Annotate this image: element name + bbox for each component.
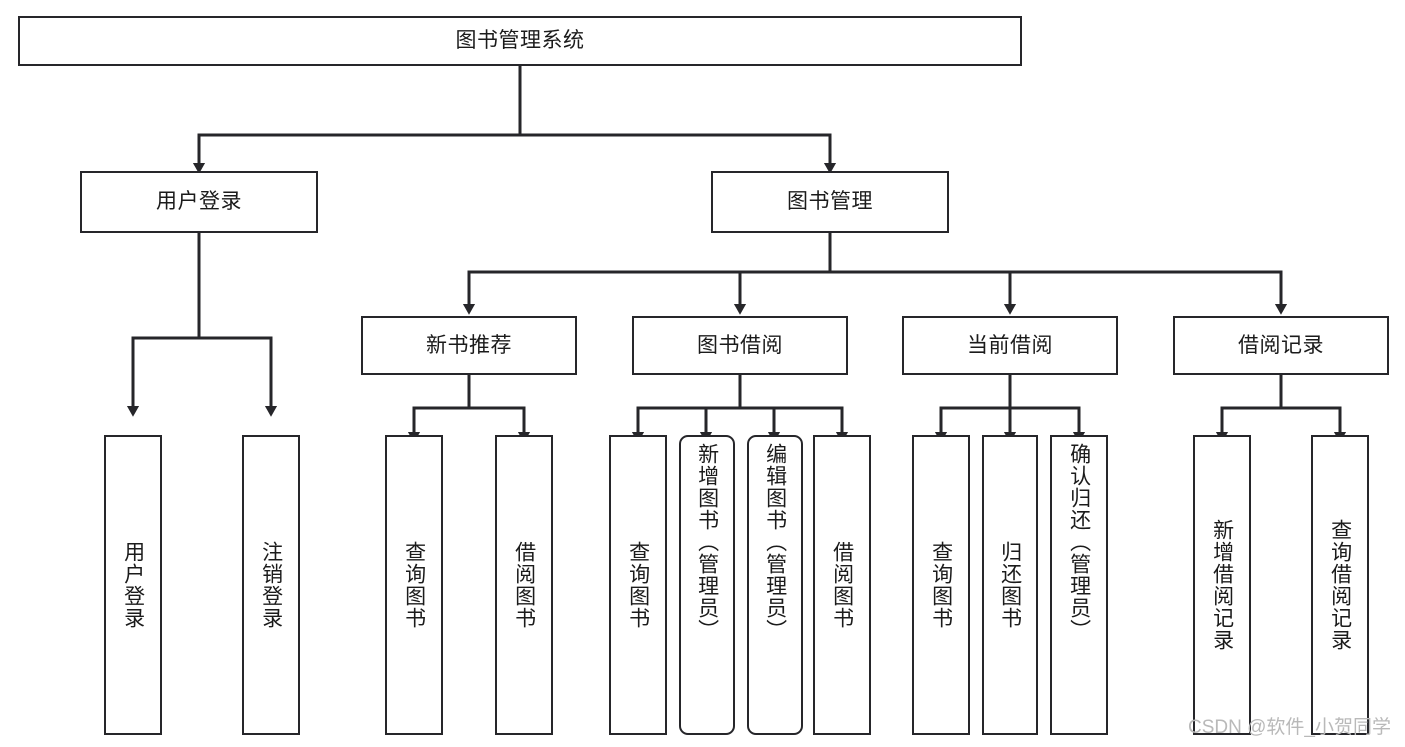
node-leaf-add-book[interactable]: 新增图书（管理员）	[679, 435, 735, 735]
node-leaf-query-book-2-label: 查询图书	[626, 541, 650, 629]
node-leaf-add-record[interactable]: 新增借阅记录	[1193, 435, 1251, 735]
node-leaf-return-book[interactable]: 归还图书	[982, 435, 1038, 735]
node-leaf-query-record[interactable]: 查询借阅记录	[1311, 435, 1369, 735]
node-leaf-user-logout[interactable]: 注销登录	[242, 435, 300, 735]
node-leaf-query-book-2[interactable]: 查询图书	[609, 435, 667, 735]
node-new-book-rec[interactable]: 新书推荐	[361, 316, 577, 375]
node-leaf-edit-book-label: 编辑图书（管理员）	[763, 443, 787, 641]
node-leaf-user-login-label: 用户登录	[121, 541, 145, 629]
node-leaf-add-book-label: 新增图书（管理员）	[695, 443, 719, 641]
node-borrow-record[interactable]: 借阅记录	[1173, 316, 1389, 375]
node-root-label: 图书管理系统	[455, 29, 585, 53]
node-leaf-query-book-1-label: 查询图书	[402, 541, 426, 629]
node-borrow-record-label: 借阅记录	[1238, 333, 1324, 357]
node-leaf-query-book-3-label: 查询图书	[929, 541, 953, 629]
node-current-borrow[interactable]: 当前借阅	[902, 316, 1118, 375]
node-leaf-query-book-1[interactable]: 查询图书	[385, 435, 443, 735]
node-leaf-confirm-return-label: 确认归还（管理员）	[1067, 443, 1091, 641]
node-new-book-rec-label: 新书推荐	[426, 333, 512, 357]
node-leaf-user-logout-label: 注销登录	[259, 541, 283, 629]
node-user-login[interactable]: 用户登录	[80, 171, 318, 233]
node-leaf-add-record-label: 新增借阅记录	[1210, 519, 1234, 651]
node-book-manage-label: 图书管理	[787, 190, 873, 214]
node-leaf-borrow-book-2[interactable]: 借阅图书	[813, 435, 871, 735]
node-leaf-edit-book[interactable]: 编辑图书（管理员）	[747, 435, 803, 735]
node-user-login-label: 用户登录	[156, 190, 242, 214]
node-leaf-confirm-return[interactable]: 确认归还（管理员）	[1050, 435, 1108, 735]
node-root[interactable]: 图书管理系统	[18, 16, 1022, 66]
node-leaf-borrow-book-1-label: 借阅图书	[512, 541, 536, 629]
node-book-borrow-label: 图书借阅	[697, 333, 783, 357]
node-leaf-return-book-label: 归还图书	[998, 541, 1022, 629]
node-book-manage[interactable]: 图书管理	[711, 171, 949, 233]
node-leaf-borrow-book-1[interactable]: 借阅图书	[495, 435, 553, 735]
csdn-watermark: CSDN @软件_小贺同学	[1188, 717, 1391, 738]
node-current-borrow-label: 当前借阅	[967, 333, 1053, 357]
node-leaf-user-login[interactable]: 用户登录	[104, 435, 162, 735]
node-leaf-query-record-label: 查询借阅记录	[1328, 519, 1352, 651]
node-book-borrow[interactable]: 图书借阅	[632, 316, 848, 375]
node-leaf-borrow-book-2-label: 借阅图书	[830, 541, 854, 629]
node-leaf-query-book-3[interactable]: 查询图书	[912, 435, 970, 735]
